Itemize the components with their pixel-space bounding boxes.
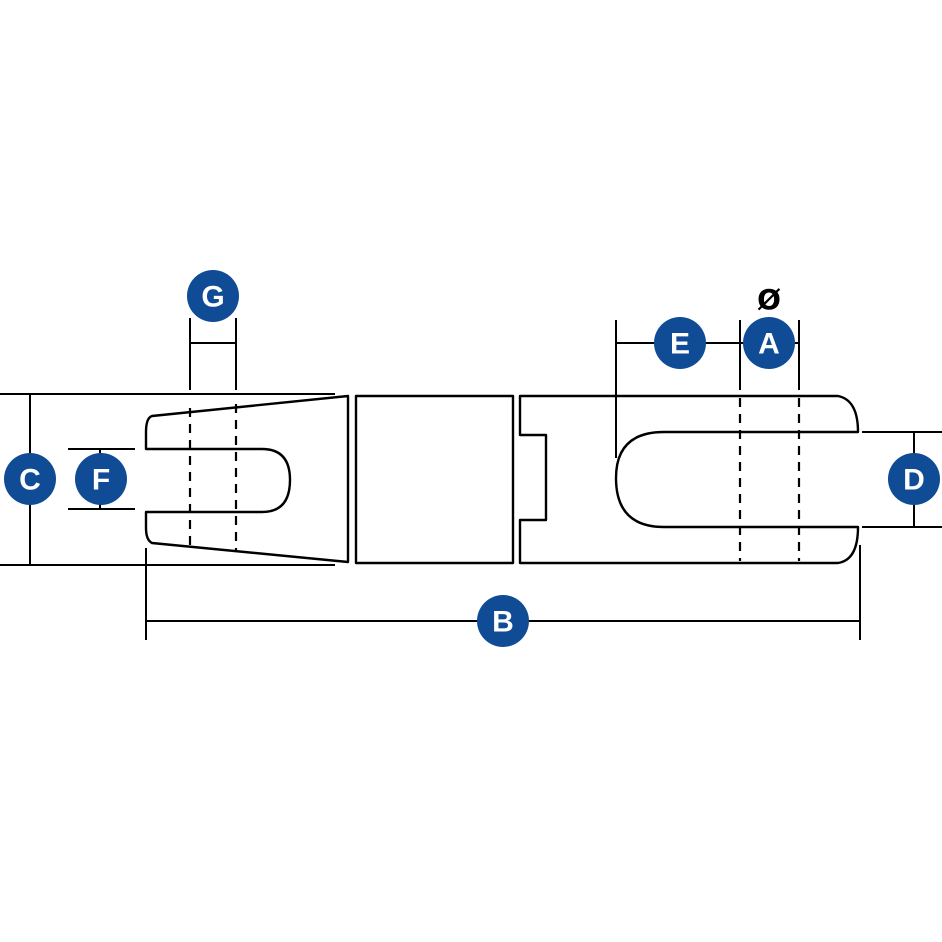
right-jaw-outline — [518, 394, 860, 565]
diameter-symbol: Ø — [757, 283, 781, 316]
badge-a: A — [743, 317, 795, 369]
badge-f: F — [75, 453, 127, 505]
badge-d: D — [888, 453, 940, 505]
badge-g: G — [187, 270, 239, 322]
left-jaw — [144, 394, 350, 564]
center-body — [354, 394, 515, 565]
svg-text:E: E — [670, 328, 690, 361]
badge-b: B — [477, 595, 529, 647]
svg-text:F: F — [92, 464, 110, 497]
dimension-g-lines — [189, 318, 237, 390]
svg-text:D: D — [903, 464, 925, 497]
right-jaw — [518, 394, 860, 565]
svg-text:C: C — [19, 464, 41, 497]
badge-c: C — [4, 453, 56, 505]
svg-text:B: B — [492, 606, 514, 639]
left-jaw-outline — [144, 394, 350, 564]
svg-text:A: A — [758, 328, 780, 361]
svg-text:G: G — [201, 281, 224, 314]
badge-e: E — [654, 317, 706, 369]
